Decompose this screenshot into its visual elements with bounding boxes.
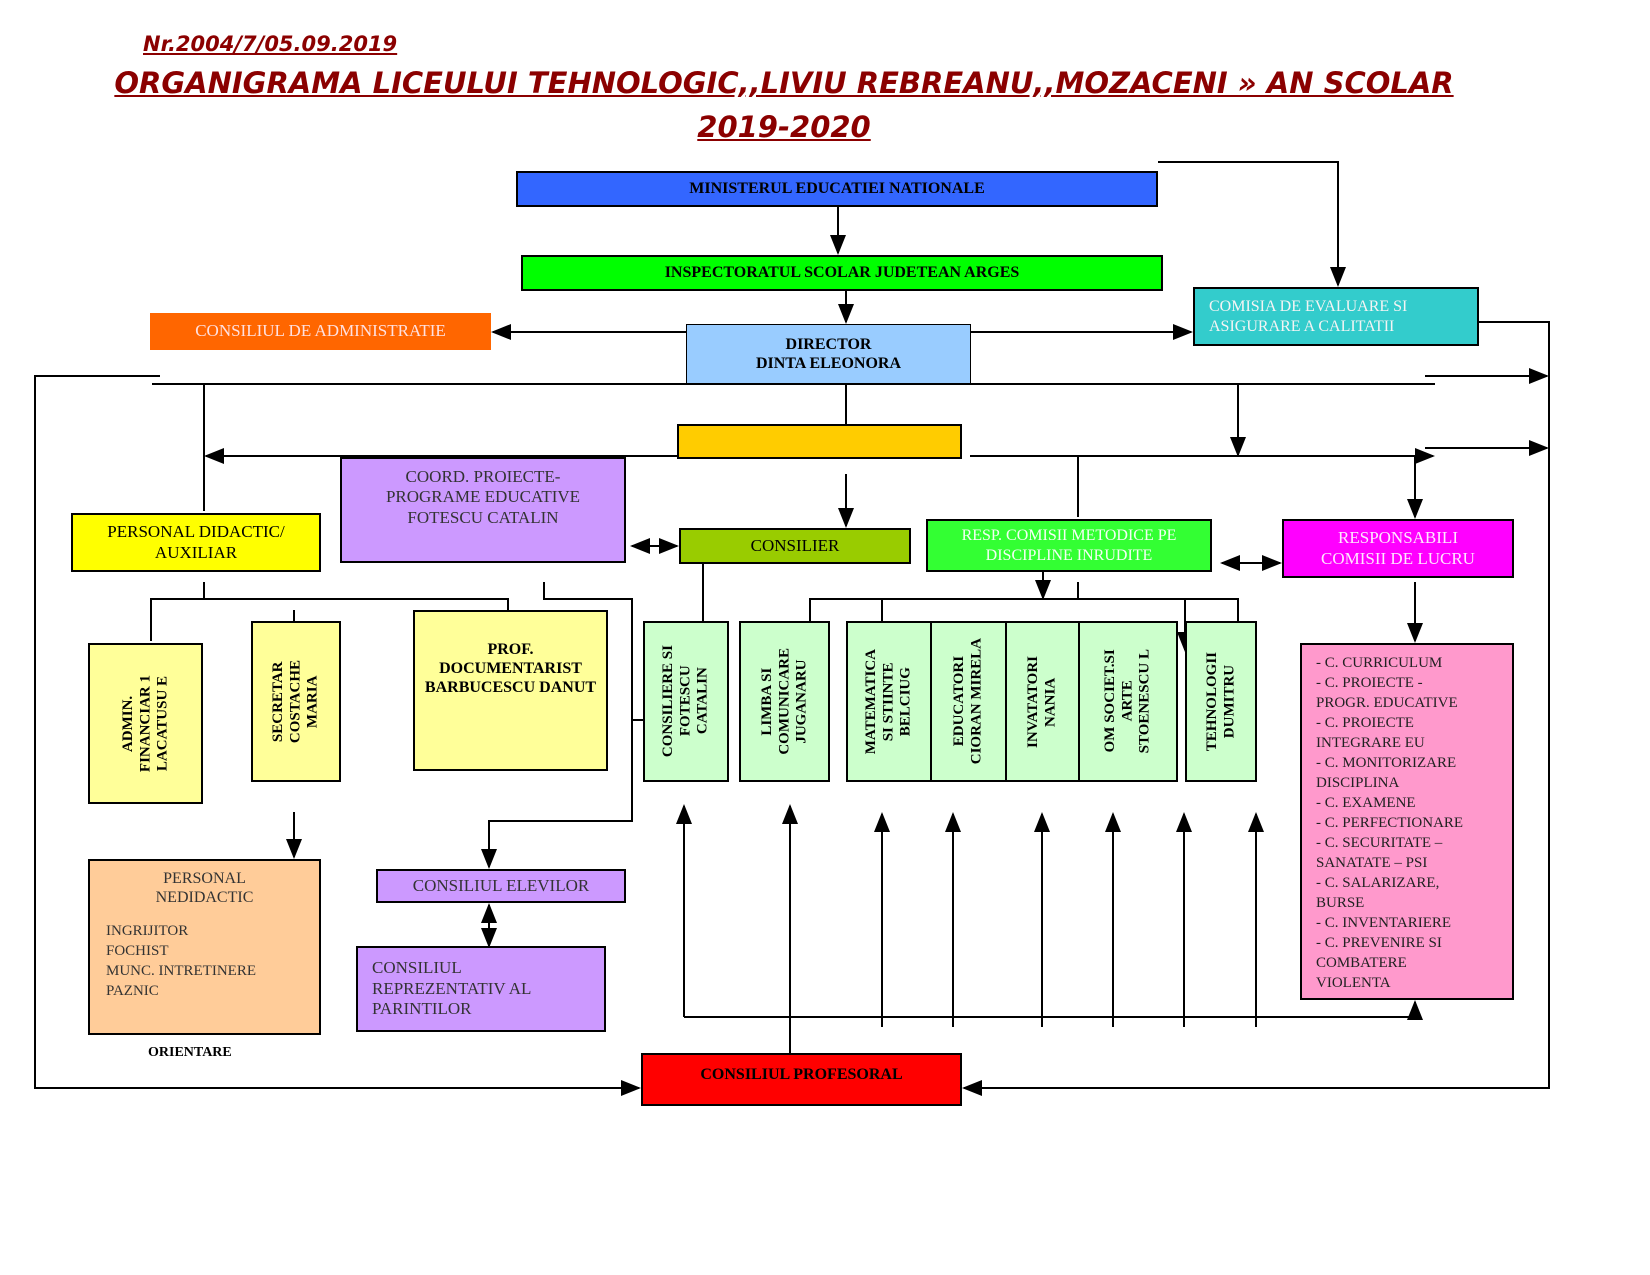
commission-label: EDUCATORI CIORAN MIRELA — [951, 638, 985, 765]
commission-label: INVATATORI NANIA — [1025, 655, 1059, 748]
commission-label: MATEMATICA SI STIINTE BELCIUG — [863, 648, 914, 755]
teachers-council-box: CONSILIUL PROFESORAL — [641, 1053, 962, 1106]
list-item: COMBATERE — [1316, 955, 1407, 971]
orientation-label: ORIENTARE — [148, 1045, 232, 1060]
commission-box: OM SOCIET.SI ARTE STOENESCU L — [1078, 621, 1178, 782]
financial-admin-label: ADMIN. FINANCIAR 1 LACATUSU E — [119, 674, 171, 773]
commission-box: CONSILIERE SI FOTESCU CATALIN — [643, 621, 729, 782]
commission-label: LIMBA SI COMUNICARE JUGANARU — [758, 648, 810, 755]
list-item: PROGR. EDUCATIVE — [1316, 695, 1458, 711]
director-title: DIRECTOR — [785, 335, 872, 353]
commission-box: MATEMATICA SI STIINTE BELCIUG — [846, 621, 932, 782]
list-item: DISCIPLINA — [1316, 775, 1400, 791]
list-item: - C. PROIECTE — [1316, 715, 1414, 731]
commission-box: INVATATORI NANIA — [1005, 621, 1080, 782]
empty-box — [677, 424, 962, 459]
commission-label: CONSILIERE SI FOTESCU CATALIN — [660, 645, 711, 758]
commission-box: LIMBA SI COMUNICARE JUGANARU — [739, 621, 830, 782]
work-commissions-list: - C. CURRICULUM - C. PROIECTE - PROGR. E… — [1300, 643, 1514, 1000]
list-item: VIOLENTA — [1316, 975, 1391, 991]
counselor-box: CONSILIER — [679, 528, 911, 564]
list-item: BURSE — [1316, 895, 1365, 911]
administration-council-box: CONSILIUL DE ADMINISTRATIE — [150, 313, 491, 350]
commission-box: TEHNOLOGII DUMITRU — [1185, 621, 1257, 782]
chart-title-year: 2019-2020 — [697, 110, 871, 144]
list-item: - C. MONITORIZARE — [1316, 755, 1457, 771]
list-item: - C. EXAMENE — [1316, 795, 1416, 811]
teaching-staff-box: PERSONAL DIDACTIC/ AUXILIAR — [71, 513, 321, 572]
ministry-box: MINISTERUL EDUCATIEI NATIONALE — [516, 171, 1158, 207]
list-item: FOCHIST — [106, 943, 169, 960]
document-number: Nr.2004/7/05.09.2019 — [143, 32, 398, 56]
list-item: MUNC. INTRETINERE — [106, 963, 256, 980]
secretary-box: SECRETAR COSTACHE MARIA — [251, 621, 341, 782]
list-item: SANATATE – PSI — [1316, 855, 1428, 871]
non-teaching-title: PERSONAL NEDIDACTIC — [155, 870, 254, 907]
methodical-commissions-box: RESP. COMISII METODICE PE DISCIPLINE INR… — [926, 519, 1212, 572]
documentarist-box: PROF. DOCUMENTARIST BARBUCESCU DANUT — [413, 610, 608, 771]
projects-coordinator-box: COORD. PROIECTE-PROGRAME EDUCATIVE FOTES… — [340, 457, 626, 563]
inspectorate-box: INSPECTORATUL SCOLAR JUDETEAN ARGES — [521, 255, 1163, 291]
list-item: - C. INVENTARIERE — [1316, 915, 1452, 931]
commission-label: TEHNOLOGII DUMITRU — [1203, 651, 1237, 752]
list-item: INGRIJITOR — [106, 923, 189, 940]
list-item: - C. PREVENIRE SI — [1316, 935, 1442, 951]
director-box: DIRECTOR DINTA ELEONORA — [686, 324, 971, 384]
list-item: - C. CURRICULUM — [1316, 655, 1443, 671]
commission-box: EDUCATORI CIORAN MIRELA — [930, 621, 1007, 782]
chart-title: ORGANIGRAMA LICEULUI TEHNOLOGIC,,LIVIU R… — [114, 66, 1454, 100]
list-item: - C. PROIECTE - — [1316, 675, 1423, 691]
list-item: - C. PERFECTIONARE — [1316, 815, 1464, 831]
list-item: - C. SALARIZARE, — [1316, 875, 1440, 891]
list-item: PAZNIC — [106, 983, 159, 1000]
non-teaching-staff-box: PERSONAL NEDIDACTIC INGRIJITOR FOCHIST M… — [88, 859, 321, 1035]
quality-commission-box: COMISIA DE EVALUARE SI ASIGURARE A CALIT… — [1193, 287, 1479, 346]
secretary-label: SECRETAR COSTACHE MARIA — [270, 659, 321, 744]
parents-council-box: CONSILIUL REPREZENTATIV AL PARINTILOR — [356, 946, 606, 1032]
director-name: DINTA ELEONORA — [755, 355, 902, 372]
work-commissions-box: RESPONSABILI COMISII DE LUCRU — [1282, 519, 1514, 578]
commission-label: OM SOCIET.SI ARTE STOENESCU L — [1102, 649, 1153, 754]
list-item: - C. SECURITATE – — [1316, 835, 1443, 851]
student-council-box: CONSILIUL ELEVILOR — [376, 869, 626, 903]
list-item: INTEGRARE EU — [1316, 735, 1425, 751]
financial-admin-box: ADMIN. FINANCIAR 1 LACATUSU E — [88, 643, 203, 804]
